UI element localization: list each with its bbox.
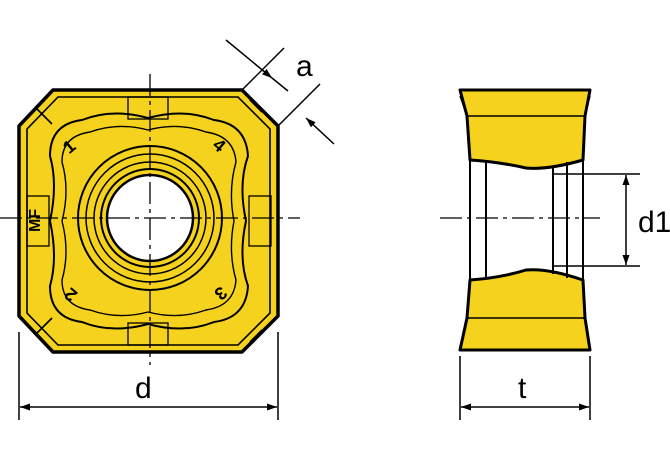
cutting-edge-contour [48,112,250,330]
dimension-a-label: a [296,50,313,83]
dimension-t-label: t [518,372,527,405]
inner-contour [61,125,237,317]
dimension-d1-label: d1 [638,206,670,239]
dimension-d-label: d [135,372,152,405]
chipbreaker-mark: MF [27,209,44,232]
side-view [440,88,600,352]
side-lower-body [458,268,592,352]
dimension-t [459,356,591,420]
dimension-d [18,332,279,420]
bore-walls [469,160,584,280]
side-edge-lines [459,95,591,319]
dimension-a [225,39,335,145]
dimension-d1 [553,173,640,267]
side-lands [26,96,272,346]
side-upper-body [458,88,592,170]
top-view-centerlines [0,74,300,365]
top-view: 1 4 2 3 MF [0,74,300,365]
chamfer-lands [26,96,271,346]
